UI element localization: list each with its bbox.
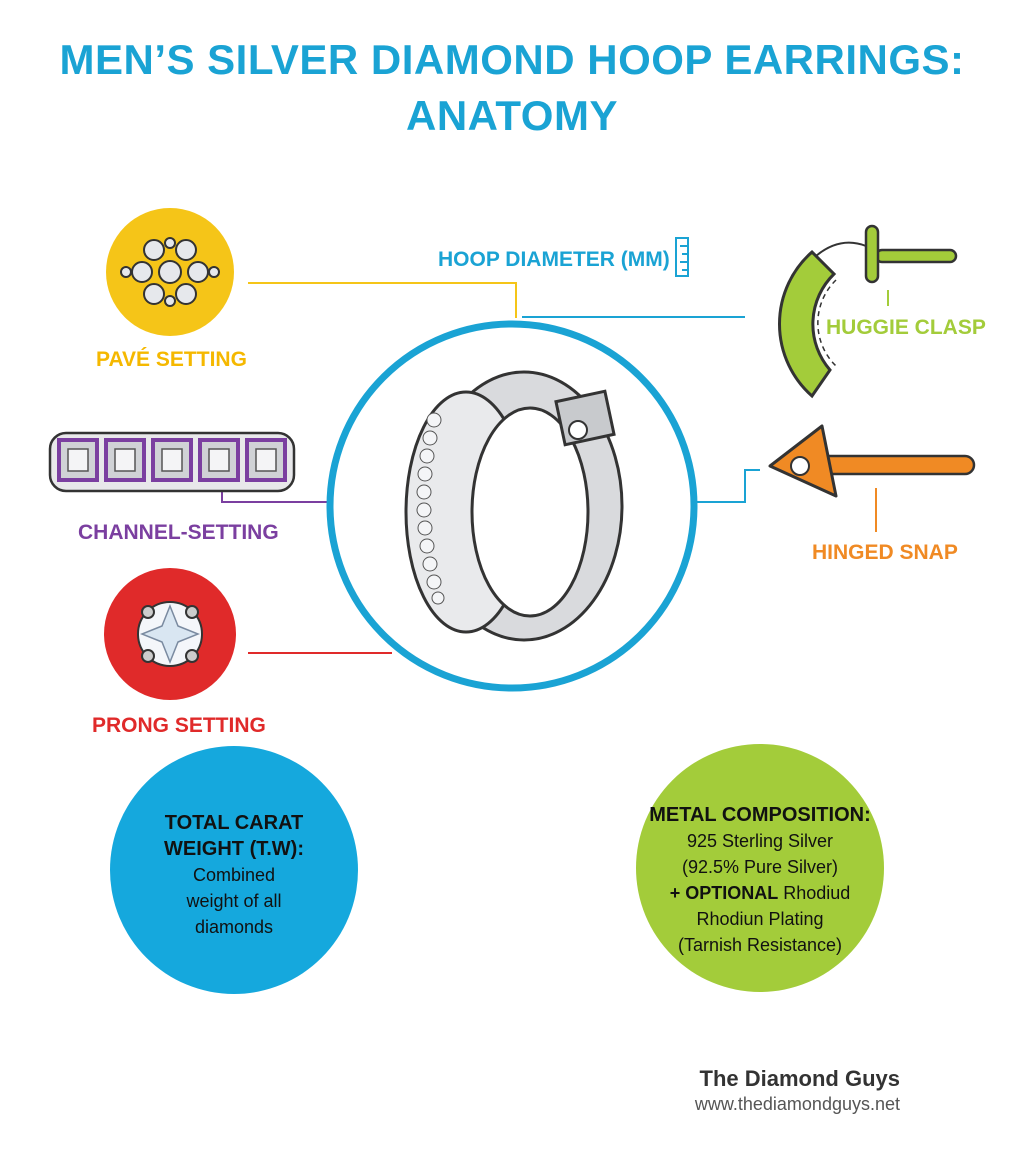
metal-line2: (92.5% Pure Silver) bbox=[681, 857, 839, 877]
snap-connector bbox=[690, 469, 760, 503]
metal-heading: METAL COMPOSITION: bbox=[649, 804, 871, 826]
metal-line1: 925 Sterling Silver bbox=[686, 831, 834, 851]
footer-brand: The Diamond Guys bbox=[699, 1066, 900, 1091]
huggie-clasp-icon bbox=[777, 224, 958, 399]
carat-body-line1: Combined bbox=[192, 865, 276, 885]
hoop-diameter-label: HOOP DIAMETER (MM) bbox=[438, 248, 670, 271]
footer-url[interactable]: www.thediamondguys.net bbox=[694, 1094, 900, 1114]
channel-setting-label: CHANNEL-SETTING bbox=[78, 521, 279, 544]
connector-lines bbox=[221, 282, 889, 654]
pave-connector bbox=[248, 282, 517, 318]
hinged-snap-label: HINGED SNAP bbox=[812, 541, 958, 564]
metal-line5: (Tarnish Resistance) bbox=[677, 935, 843, 955]
footer: The Diamond Guys www.thediamondguys.net bbox=[695, 1066, 900, 1115]
page-title-line1: MEN’S SILVER DIAMOND HOOP EARRINGS: bbox=[59, 36, 965, 83]
carat-heading-line2: WEIGHT (T.W): bbox=[164, 838, 304, 860]
metal-info-text: METAL COMPOSITION: 925 Sterling Silver (… bbox=[644, 802, 876, 958]
carat-heading-line1: TOTAL CARAT bbox=[164, 812, 304, 834]
channel-setting-icon bbox=[48, 431, 296, 493]
prong-setting-icon bbox=[104, 568, 236, 700]
metal-info-circle bbox=[636, 744, 884, 992]
metal-line3-bold: + OPTIONAL bbox=[669, 883, 779, 903]
carat-info-circle bbox=[110, 746, 358, 994]
carat-info-text: TOTAL CARAT WEIGHT (T.W): Combined weigh… bbox=[130, 810, 338, 940]
ruler-icon bbox=[675, 237, 689, 277]
carat-body-line2: weight of all bbox=[186, 891, 282, 911]
pave-setting-label: PAVÉ SETTING bbox=[96, 348, 247, 371]
metal-line3-rest: Rhodiud bbox=[778, 883, 851, 903]
hinged-snap-icon bbox=[768, 424, 976, 498]
hoop-earring-illustration bbox=[326, 320, 698, 692]
page-title-line2: ANATOMY bbox=[406, 92, 618, 139]
pave-setting-icon bbox=[106, 208, 234, 336]
carat-body-line3: diamonds bbox=[194, 917, 274, 937]
huggie-clasp-label: HUGGIE CLASP bbox=[826, 316, 986, 339]
metal-line3: + OPTIONAL Rhodiud bbox=[644, 880, 876, 906]
metal-line4: Rhodiun Plating bbox=[696, 909, 824, 929]
prong-setting-label: PRONG SETTING bbox=[92, 714, 266, 737]
